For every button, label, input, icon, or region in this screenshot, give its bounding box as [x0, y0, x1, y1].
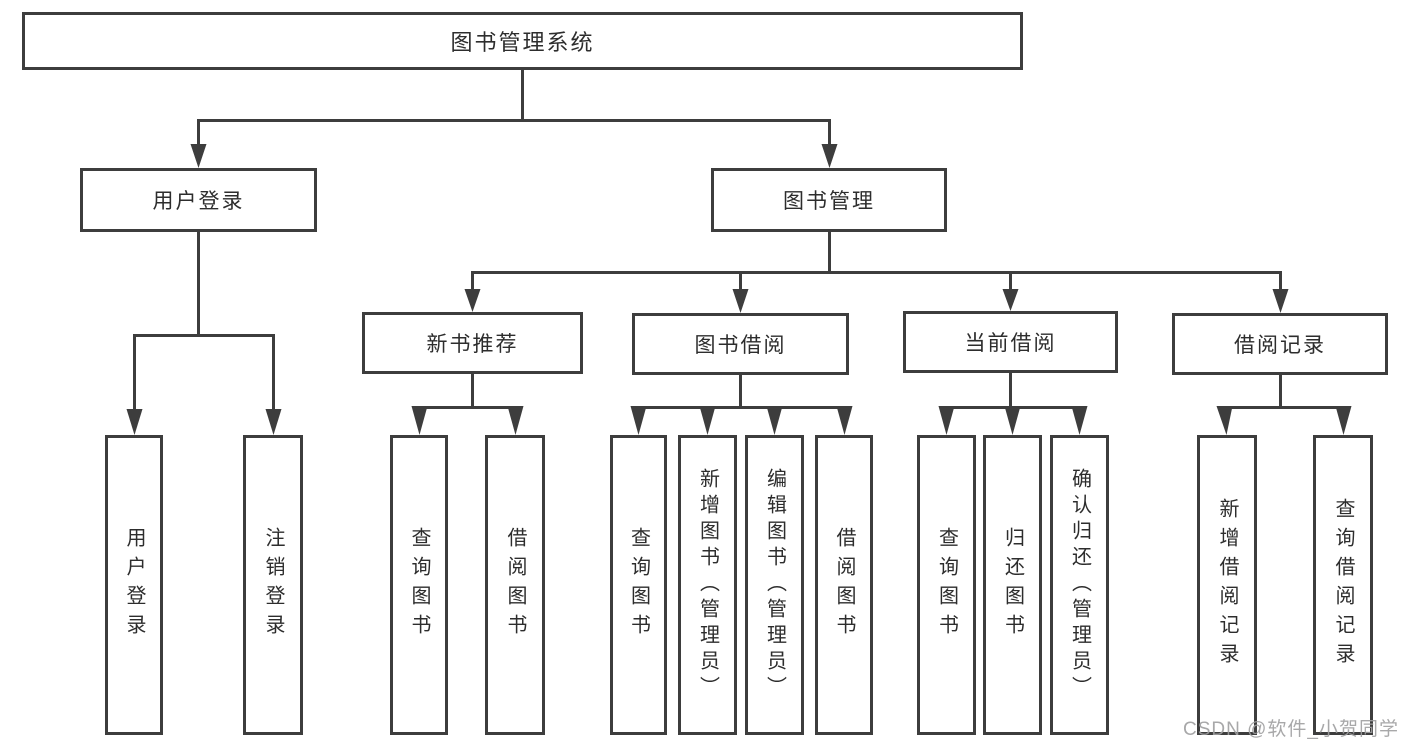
leaf-edit-book-admin: 编辑图书（管理员） [745, 435, 804, 735]
leaf-query-borrow-record: 查询借阅记录 [1313, 435, 1373, 735]
leaf-query-books-borrow: 查询图书 [610, 435, 667, 735]
leaf-confirm-return-admin: 确认归还（管理员） [1050, 435, 1109, 735]
watermark-text: CSDN @软件_小贺同学 [1183, 719, 1399, 740]
node-book-borrowing: 图书借阅 [632, 313, 849, 375]
node-library-system: 图书管理系统 [22, 12, 1023, 70]
leaf-query-books-recommend: 查询图书 [390, 435, 448, 735]
node-user-login: 用户登录 [80, 168, 317, 232]
leaf-add-book-admin: 新增图书（管理员） [678, 435, 737, 735]
node-book-management: 图书管理 [711, 168, 947, 232]
leaf-user-login: 用户登录 [105, 435, 163, 735]
leaf-logout: 注销登录 [243, 435, 303, 735]
leaf-query-books-current: 查询图书 [917, 435, 976, 735]
node-borrowing-records: 借阅记录 [1172, 313, 1388, 375]
node-current-borrowing: 当前借阅 [903, 311, 1118, 373]
leaf-borrow-book: 借阅图书 [815, 435, 873, 735]
node-new-book-recommend: 新书推荐 [362, 312, 583, 374]
leaf-return-book: 归还图书 [983, 435, 1042, 735]
leaf-borrow-books-recommend: 借阅图书 [485, 435, 545, 735]
leaf-add-borrow-record: 新增借阅记录 [1197, 435, 1257, 735]
